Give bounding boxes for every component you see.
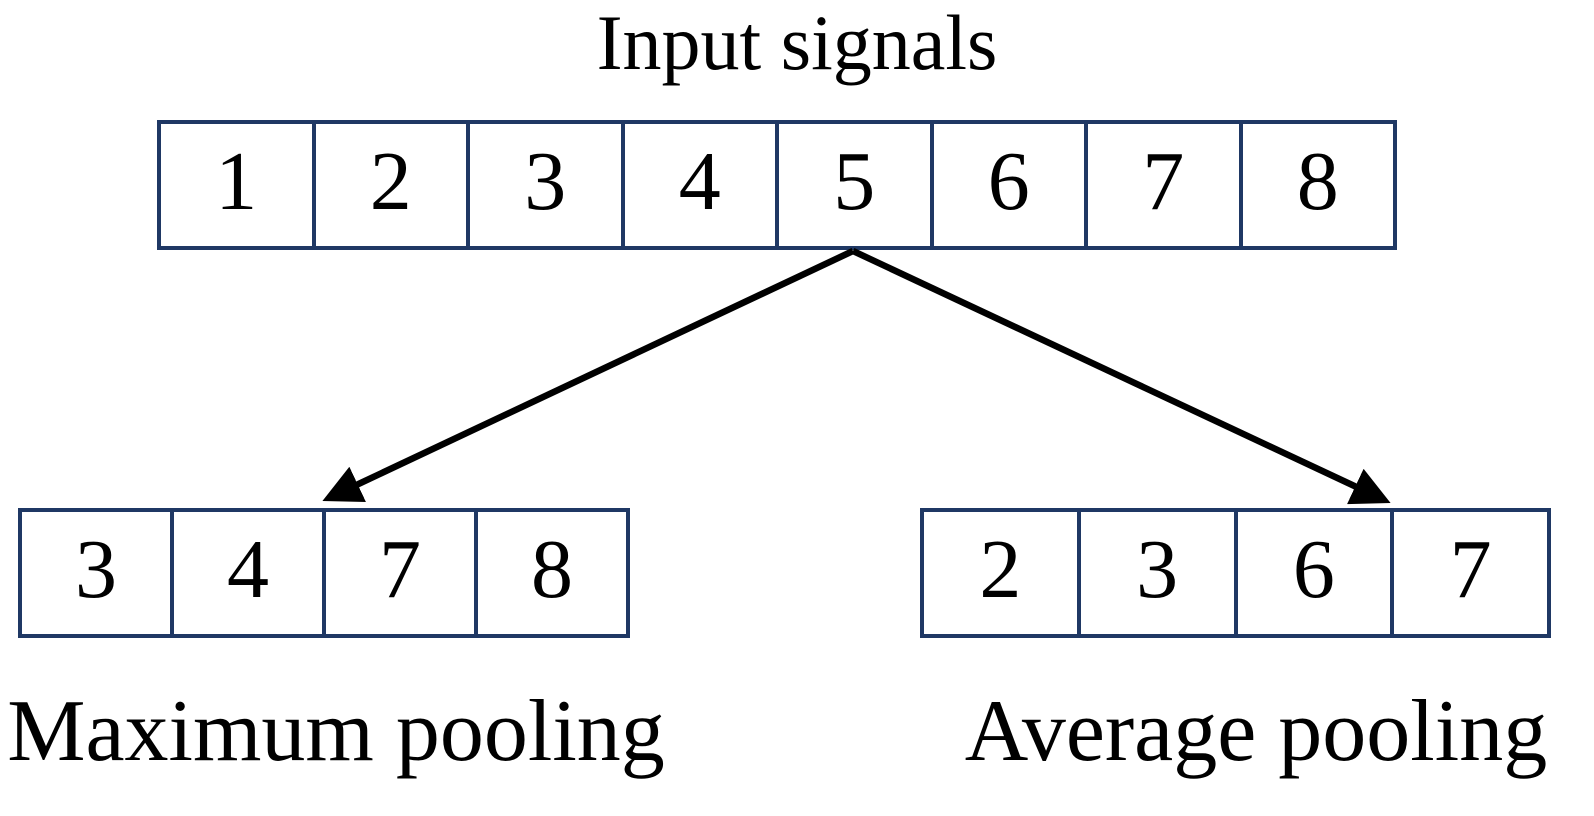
max-pooling-label: Maximum pooling bbox=[7, 683, 665, 780]
arrow-to-avg-pooling bbox=[851, 248, 1391, 505]
avg-pooling-cell: 7 bbox=[1392, 510, 1549, 636]
diagram-title: Input signals bbox=[596, 0, 998, 86]
input-signal-cell: 8 bbox=[1240, 122, 1395, 248]
avg-pooling-cell: 2 bbox=[922, 510, 1079, 636]
max-pooling-cell: 4 bbox=[172, 510, 324, 636]
input-signal-cell: 7 bbox=[1086, 122, 1241, 248]
max-pooling-cell: 3 bbox=[20, 510, 172, 636]
input-signal-cell: 4 bbox=[622, 122, 777, 248]
max-pooling-cell: 8 bbox=[476, 510, 628, 636]
avg-pooling-label: Average pooling bbox=[964, 683, 1548, 780]
arrow-to-max-pooling bbox=[322, 248, 855, 503]
input-signal-cell: 1 bbox=[159, 122, 314, 248]
input-signal-cell: 3 bbox=[468, 122, 623, 248]
max-pooling-cell: 7 bbox=[324, 510, 476, 636]
input-signal-cell: 5 bbox=[777, 122, 932, 248]
avg-pooling-cell: 3 bbox=[1078, 510, 1236, 636]
input-signal-cell: 6 bbox=[931, 122, 1086, 248]
input-signal-cell: 2 bbox=[313, 122, 468, 248]
avg-pooling-cell: 6 bbox=[1235, 510, 1393, 636]
